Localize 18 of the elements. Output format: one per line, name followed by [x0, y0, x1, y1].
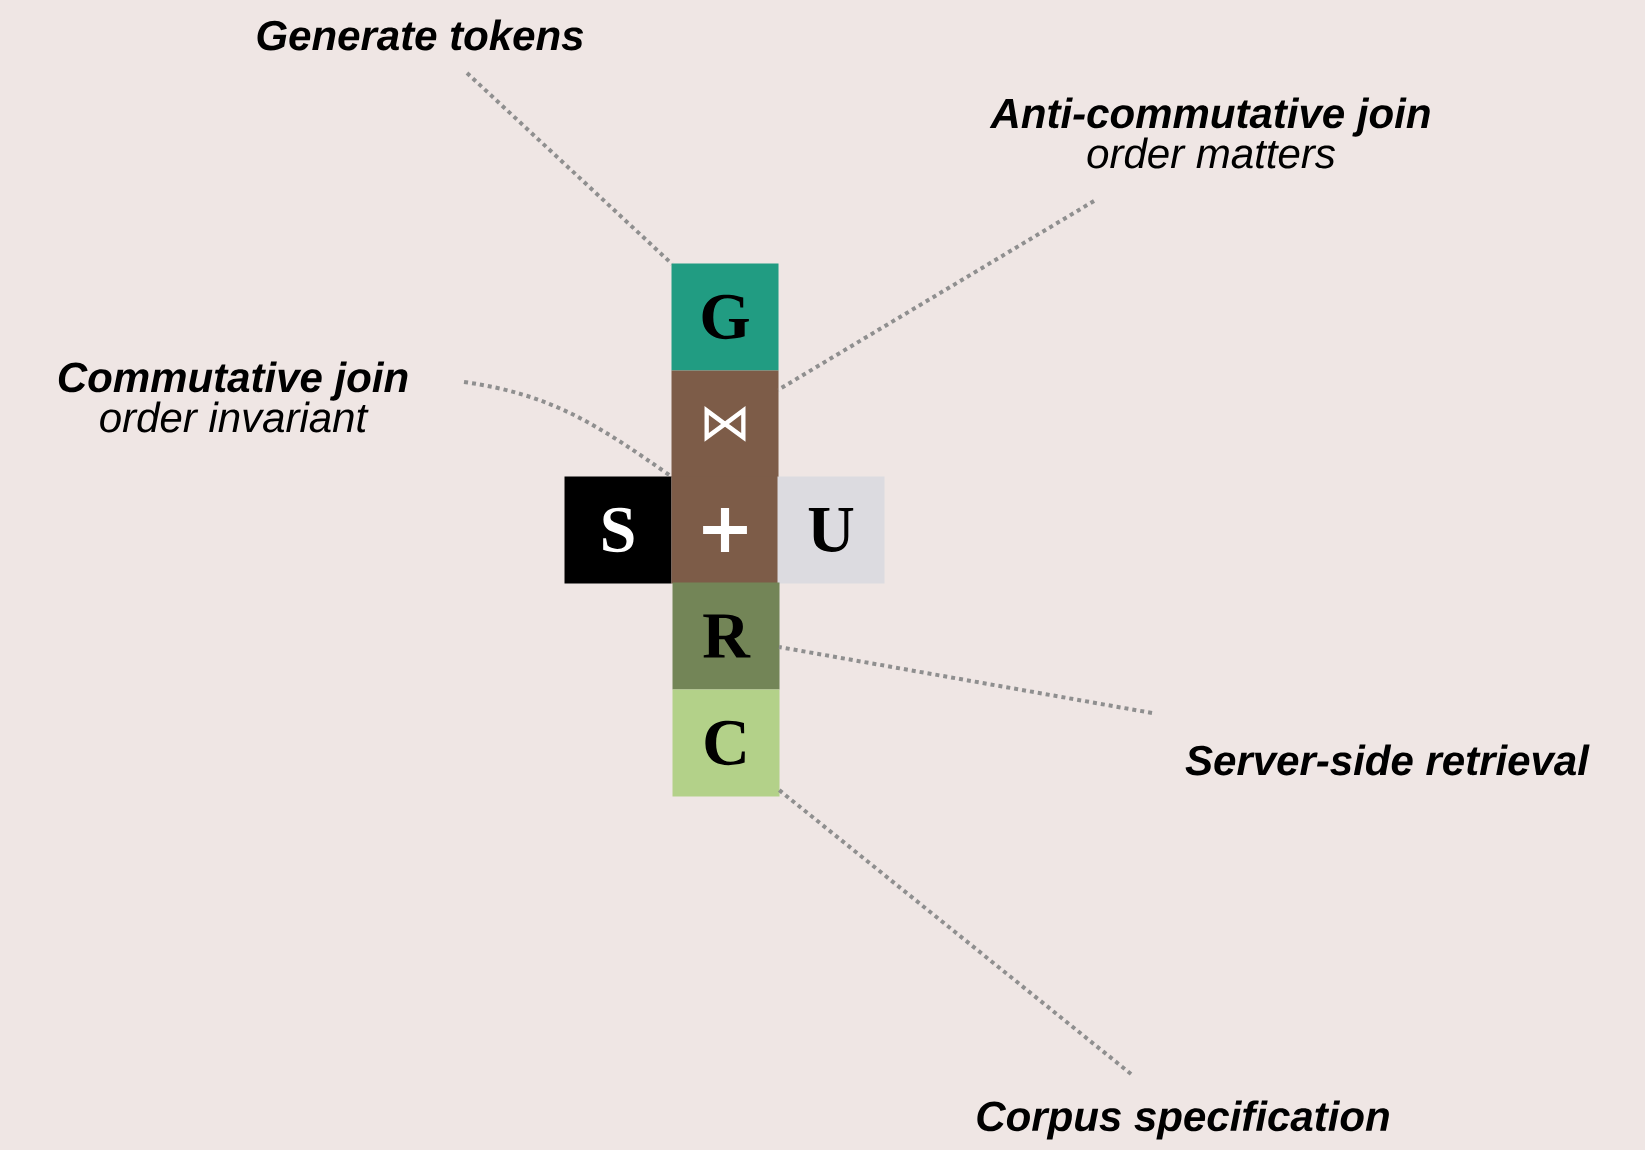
node-label: + — [703, 508, 747, 552]
leader-line — [777, 199, 1096, 392]
callout-label: Commutative join order invariant — [58, 361, 408, 433]
letter-tile: + — [671, 476, 779, 584]
leader-line — [778, 645, 1153, 715]
leader-line — [777, 788, 1133, 1076]
callout-label: Server-side retrieval — [1185, 744, 1590, 776]
leader-line — [465, 71, 674, 266]
callout-label: Anti-commutative join order matters — [989, 97, 1430, 169]
callout-label: Generate tokens — [257, 19, 584, 51]
letter-tile: C — [672, 689, 780, 797]
callout-label: Corpus specification — [977, 1100, 1389, 1140]
letter-tile: U — [777, 476, 885, 584]
letter-tile: R — [672, 582, 780, 690]
node-label: ⋈ — [704, 406, 746, 442]
letter-tile: S — [564, 476, 672, 584]
letter-tile: G — [671, 263, 779, 371]
letter-tile: ⋈ — [671, 370, 779, 478]
